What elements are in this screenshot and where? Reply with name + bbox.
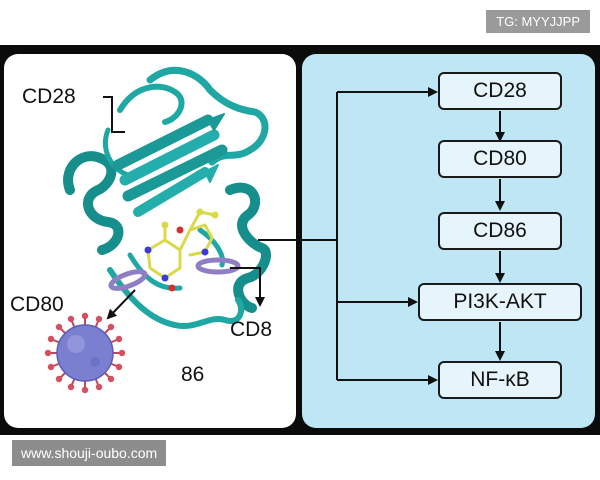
label-cd80: CD80 — [10, 293, 64, 316]
node-nf-kb: NF-κB — [438, 361, 562, 399]
pathway-connectors — [258, 87, 505, 385]
label-cd28: CD28 — [22, 85, 76, 108]
protein-structure — [63, 66, 271, 330]
cd80-arrow — [106, 289, 136, 320]
cd8-arrow — [230, 267, 265, 307]
watermark-bottom: www.shouji-oubo.com — [12, 440, 167, 466]
node-pi3k-akt: PI3K-AKT — [418, 283, 582, 321]
label-cd8: CD8 — [230, 318, 273, 341]
virus-particle — [44, 312, 126, 394]
cd28-bracket — [103, 96, 125, 133]
label-86: 86 — [181, 363, 205, 386]
node-cd80: CD80 — [438, 140, 562, 178]
node-cd28: CD28 — [438, 72, 562, 110]
watermark-top: TG: MYYJJPP — [486, 10, 590, 33]
node-cd86: CD86 — [438, 212, 562, 250]
